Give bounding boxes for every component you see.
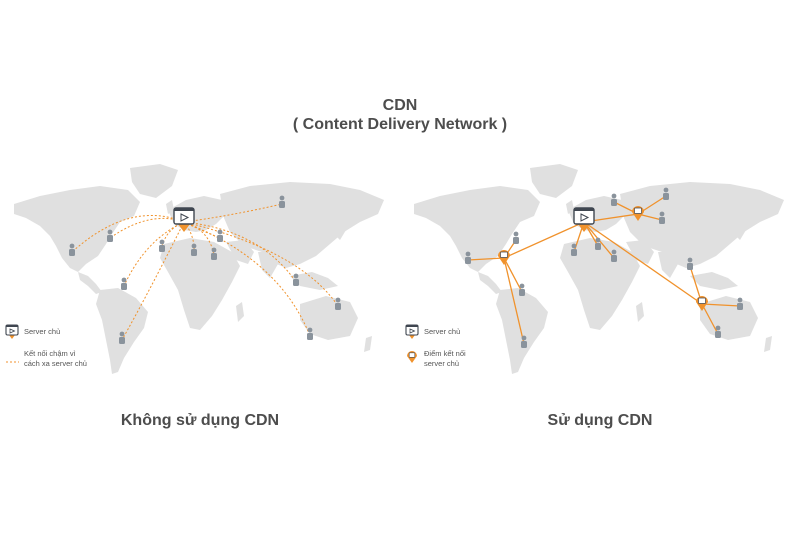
caption-with-cdn: Sử dụng CDN [547,412,653,429]
user-icon [121,277,127,290]
legend: Server chủ Điểm kết nối server chủ [405,324,466,368]
world-map-shapes [414,164,784,374]
edge-pin-icon [498,250,510,265]
world-map-shapes [14,164,384,374]
panel-with-cdn: Server chủ Điểm kết nối server chủ [400,160,800,390]
user-icon [465,251,471,264]
user-icon [663,187,669,200]
edge-pin-icon [632,206,644,221]
legend-slow-label-2: cách xa server chủ [24,359,87,368]
main-server-icon [573,207,595,232]
user-icon [293,273,299,286]
user-icon [335,297,341,310]
title-subtitle: ( Content Delivery Network ) [292,116,508,133]
world-map-with-cdn: Server chủ Điểm kết nối server chủ [405,164,784,374]
title-cdn: CDN [382,97,418,114]
legend-edge-label-1: Điểm kết nối [424,349,466,358]
user-icon [715,325,721,338]
pin-icon [407,351,417,363]
diagram-title: CDN ( Content Delivery Network ) [0,96,800,134]
server-icon [405,324,419,339]
user-icon [191,243,197,256]
client-icons [69,195,341,344]
user-icon [217,229,223,242]
legend-server-label: Server chủ [24,327,60,336]
legend-server-label: Server chủ [424,327,460,336]
user-icon [521,335,527,348]
legend-slow-label-1: Kết nối chậm vì [24,349,76,358]
user-icon [107,229,113,242]
legend-edge-label-2: server chủ [424,359,459,368]
user-icon [611,193,617,206]
user-icon [659,211,665,224]
user-icon [737,297,743,310]
user-icon [595,237,601,250]
world-map-without-cdn: Server chủ Kết nối chậm vì cách xa serve… [5,164,384,374]
user-icon [69,243,75,256]
main-server-icon [173,207,195,232]
legend: Server chủ Kết nối chậm vì cách xa serve… [5,324,87,368]
edge-pin-icon [696,296,708,311]
user-icon [611,249,617,262]
user-icon [119,331,125,344]
user-icon [513,231,519,244]
user-icon [307,327,313,340]
server-icon [5,324,19,339]
user-icon [279,195,285,208]
user-icon [687,257,693,270]
user-icon [519,283,525,296]
user-icon [159,239,165,252]
user-icon [571,243,577,256]
caption-without-cdn: Không sử dụng CDN [120,412,280,429]
panel-without-cdn: Server chủ Kết nối chậm vì cách xa serve… [0,160,400,390]
user-icon [211,247,217,260]
client-icons [465,187,743,348]
